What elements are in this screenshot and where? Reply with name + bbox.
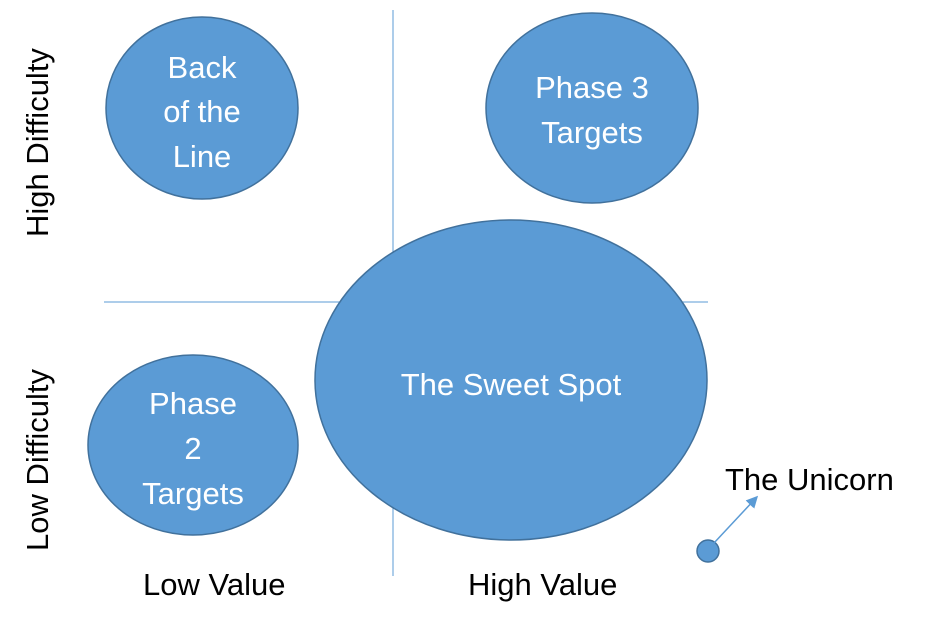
bubble-label-line: of the [163, 94, 241, 129]
x-axis-label-high: High Value [468, 567, 617, 602]
bubble-label-line: Line [173, 139, 232, 174]
bubble-phase-3-targets: Phase 3 Targets [485, 12, 699, 204]
y-axis-label-high: High Difficulty [20, 48, 55, 237]
bubble-label-line: Targets [142, 476, 244, 511]
x-axis-label-low: Low Value [143, 567, 285, 602]
bubble-phase-2-targets: Phase 2 Targets [87, 354, 299, 536]
unicorn-label: The Unicorn [725, 462, 894, 497]
bubble-label-line: Targets [541, 115, 643, 150]
unicorn-arrow [713, 495, 759, 544]
bubble-label-line: The Sweet Spot [401, 367, 622, 402]
bubble-label-line: Phase 3 [535, 70, 649, 105]
bubble-label-line: Back [168, 50, 237, 85]
bubble-label-line: 2 [184, 431, 201, 466]
bubble-the-sweet-spot: The Sweet Spot [314, 219, 708, 541]
bubble-label-line: Phase [149, 386, 237, 421]
y-axis-label-low: Low Difficulty [20, 368, 55, 551]
unicorn-marker [696, 495, 759, 563]
bubble-back-of-the-line: Back of the Line [105, 16, 299, 200]
